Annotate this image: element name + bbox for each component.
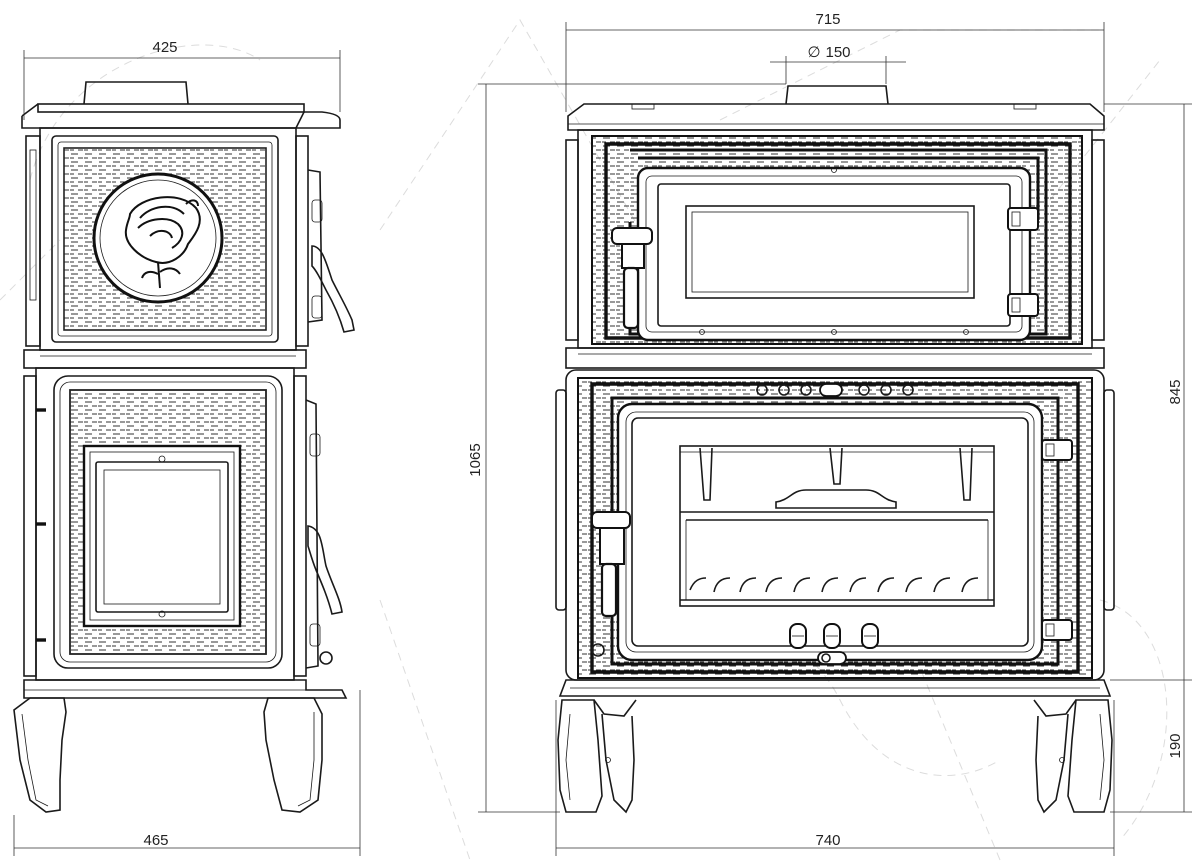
dim-side-base-width: 465: [143, 832, 168, 849]
front-view: [555, 85, 1115, 814]
oven-hinges: [1007, 207, 1039, 317]
dim-flue-diameter-symbol: ∅: [807, 44, 820, 61]
firebox-door: [616, 402, 1044, 662]
side-base-plate: [23, 679, 348, 699]
side-lower-door: [82, 444, 242, 628]
side-left-leg: [13, 697, 67, 813]
air-control-knobs: [756, 383, 914, 397]
side-dimensions: 425 465: [13, 39, 361, 856]
front-top-plate: [567, 103, 1105, 131]
dim-front-top-width: 715: [815, 11, 840, 28]
dim-leg-height: 190: [1167, 733, 1184, 758]
dim-side-top-width: 425: [152, 39, 177, 56]
side-right-leg: [263, 697, 323, 813]
front-middle-ledge: [565, 347, 1105, 369]
dim-body-height: 845: [1167, 379, 1184, 404]
side-top-plate: [37, 103, 305, 113]
grate-bars: [689, 577, 979, 593]
front-flue-collar: [785, 85, 889, 105]
firebox-hinges: [1041, 439, 1073, 641]
front-left-leg-outer: [557, 699, 603, 813]
front-base-plate: [558, 679, 1112, 697]
side-middle-ledge: [23, 349, 307, 369]
side-flue-collar: [83, 81, 189, 105]
rose-medallion: [92, 172, 224, 304]
firebox-window: [679, 445, 995, 607]
dim-flue-diameter: 150: [825, 44, 850, 61]
oven-window: [685, 205, 975, 299]
firebox-handle: [591, 511, 631, 618]
side-lower-handle: [307, 525, 343, 615]
dim-total-height: 1065: [467, 443, 484, 476]
front-right-leg-outer: [1067, 699, 1113, 813]
front-dimensions: 715 ∅ 150 740 1065 845 190: [467, 11, 1192, 856]
side-upper-handle: [311, 245, 355, 333]
dim-front-base-width: 740: [815, 832, 840, 849]
side-view: [13, 81, 355, 813]
oven-handle: [611, 227, 653, 330]
primary-air-sliders: [789, 623, 879, 665]
oven-door: [636, 166, 1032, 342]
rose-icon: [124, 196, 201, 289]
